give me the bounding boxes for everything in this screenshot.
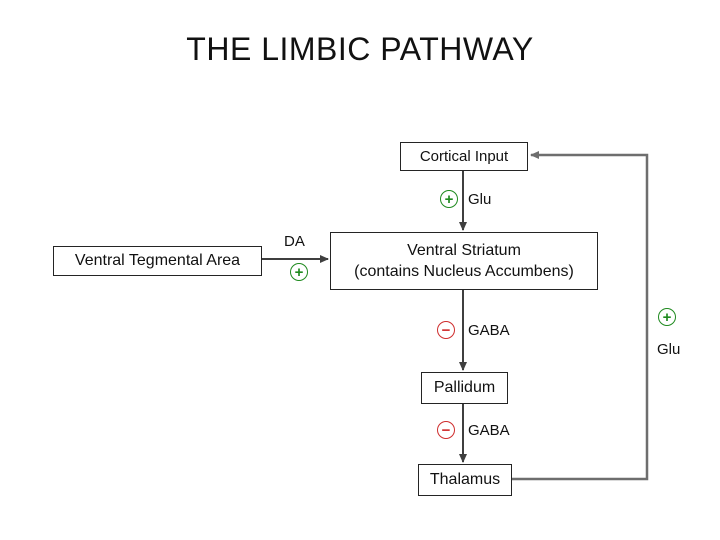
node-ventral-tegmental-area: Ventral Tegmental Area xyxy=(53,246,262,276)
node-cortical-input-label: Cortical Input xyxy=(419,147,509,165)
node-cortical-input: Cortical Input xyxy=(400,142,528,171)
transmitter-label-da: DA xyxy=(284,233,305,250)
minus-sign-icon: − xyxy=(437,421,455,439)
node-ventral-striatum-label: Ventral Striatum (contains Nucleus Accum… xyxy=(354,240,574,282)
plus-sign-icon: + xyxy=(658,308,676,326)
node-pallidum-label: Pallidum xyxy=(433,379,496,397)
node-ventral-striatum-line2: (contains Nucleus Accumbens) xyxy=(354,263,574,280)
node-ventral-striatum: Ventral Striatum (contains Nucleus Accum… xyxy=(330,232,598,290)
transmitter-label-glu-feedback: Glu xyxy=(657,341,681,358)
node-thalamus: Thalamus xyxy=(418,464,512,496)
node-thalamus-label: Thalamus xyxy=(429,471,501,489)
diagram-title: THE LIMBIC PATHWAY xyxy=(186,31,534,67)
transmitter-label-gaba-striatum: GABA xyxy=(468,322,510,339)
plus-sign-icon: + xyxy=(290,263,308,281)
node-ventral-striatum-line1: Ventral Striatum xyxy=(407,241,521,259)
transmitter-label-gaba-pallidum: GABA xyxy=(468,422,510,439)
arrow-thalamus-to-cortical-feedback xyxy=(512,151,649,481)
node-pallidum: Pallidum xyxy=(421,372,508,404)
plus-sign-icon: + xyxy=(440,190,458,208)
node-ventral-tegmental-area-label: Ventral Tegmental Area xyxy=(74,252,241,270)
transmitter-label-glu-cortical: Glu xyxy=(468,191,492,208)
minus-sign-icon: − xyxy=(437,321,455,339)
